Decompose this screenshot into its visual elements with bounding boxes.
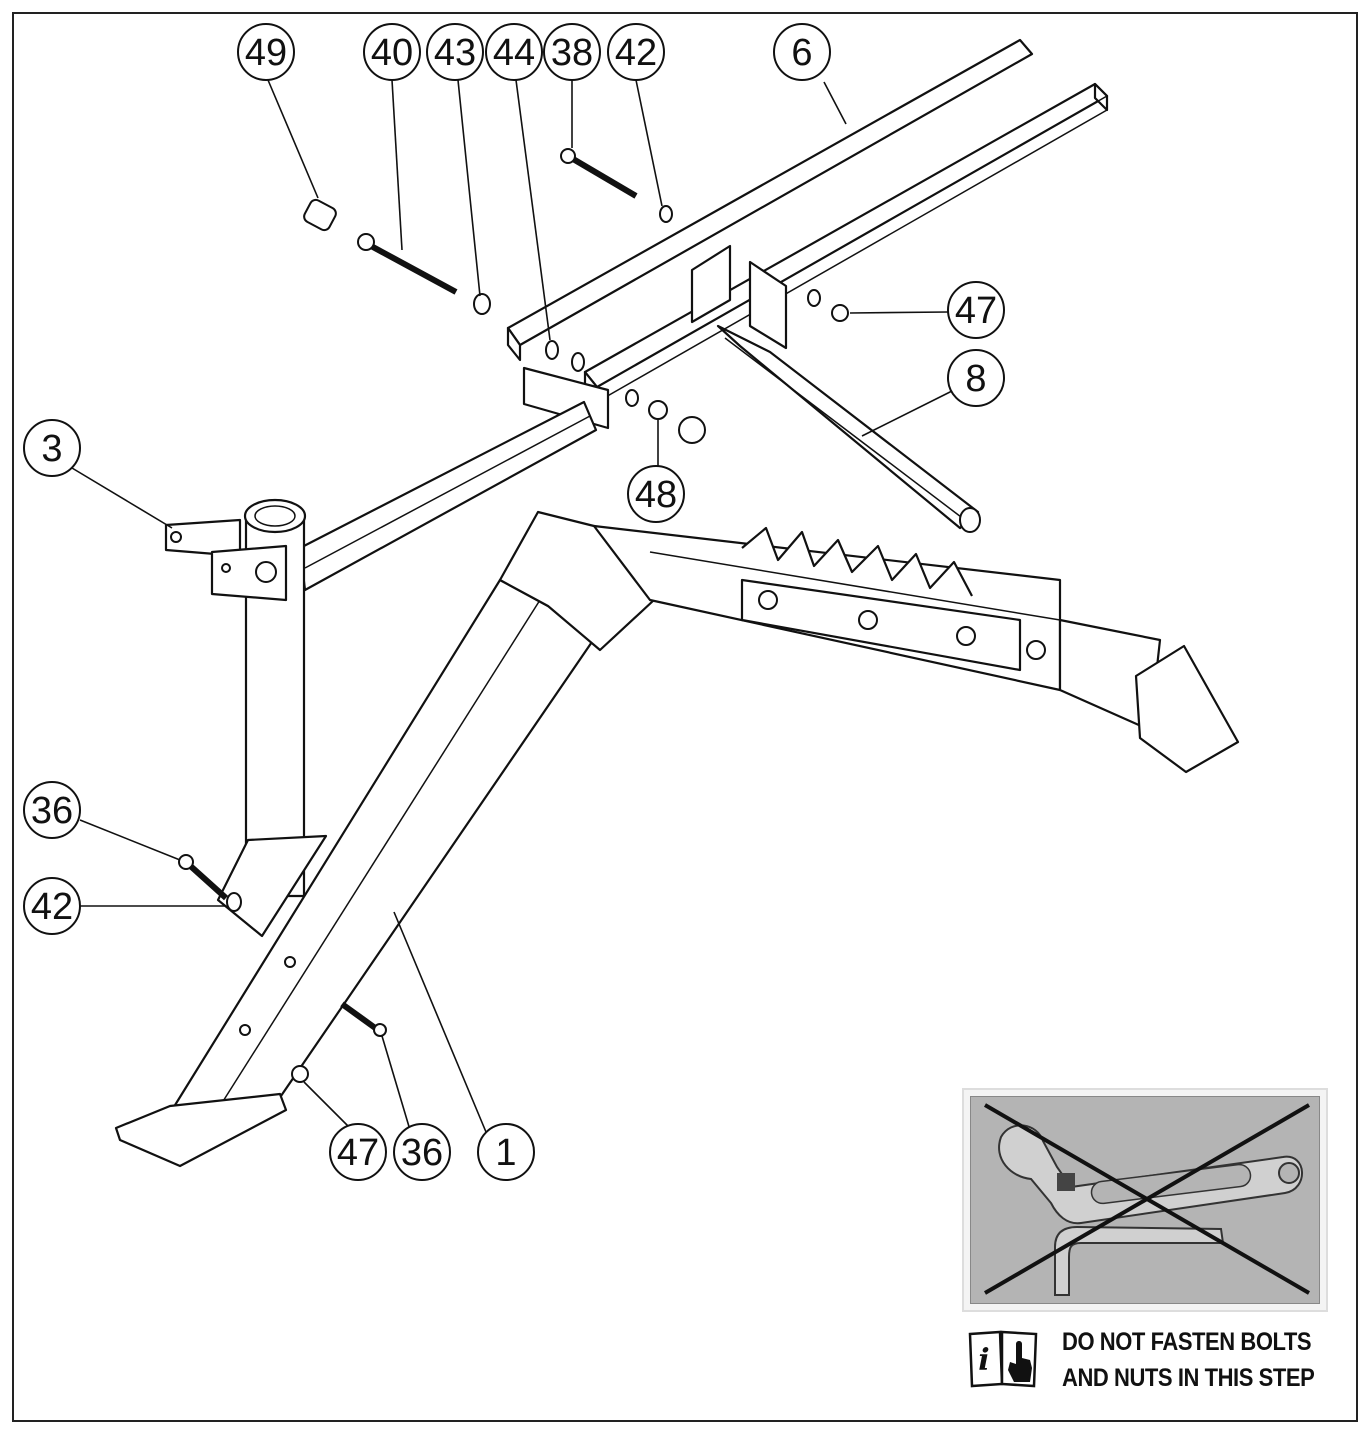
callout-40: 40: [363, 23, 421, 81]
callout-36-left: 36: [23, 781, 81, 839]
svg-text:49: 49: [245, 32, 287, 74]
part-6-rails: [506, 38, 1109, 404]
svg-text:1: 1: [495, 1132, 516, 1174]
callout-6: 6: [773, 23, 831, 81]
part-8-rear-support: [716, 324, 981, 533]
svg-text:36: 36: [401, 1132, 443, 1174]
svg-text:3: 3: [41, 428, 62, 470]
svg-text:42: 42: [615, 32, 657, 74]
callout-42-left: 42: [23, 877, 81, 935]
svg-text:38: 38: [551, 32, 593, 74]
svg-text:44: 44: [493, 32, 535, 74]
fastening-note: i DO NOT FASTEN BOLTS AND NUTS IN THIS S…: [966, 1324, 1346, 1394]
callout-36-bottom: 36: [393, 1123, 451, 1181]
callout-42-top: 42: [607, 23, 665, 81]
svg-text:40: 40: [371, 32, 413, 74]
callout-47-bottom: 47: [329, 1123, 387, 1181]
callout-48: 48: [627, 465, 685, 523]
hardware: [178, 148, 849, 1083]
note-text: DO NOT FASTEN BOLTS AND NUTS IN THIS STE…: [1062, 1324, 1315, 1396]
callout-47-right: 47: [947, 281, 1005, 339]
callout-3: 3: [23, 419, 81, 477]
callouts: 49 40 43 44 38 42 6 47: [23, 23, 1005, 1181]
part-3-upright: [164, 498, 328, 938]
svg-text:i: i: [978, 1343, 989, 1378]
info-manual-icon: i: [968, 1330, 1038, 1388]
callout-8: 8: [947, 349, 1005, 407]
leader-lines: [71, 79, 955, 1133]
callout-49: 49: [237, 23, 295, 81]
svg-text:47: 47: [955, 290, 997, 332]
svg-text:36: 36: [31, 790, 73, 832]
diagram-frame: [12, 12, 1358, 1422]
svg-text:8: 8: [965, 358, 986, 400]
part-1-main-frame: [114, 510, 1240, 1168]
callout-38: 38: [543, 23, 601, 81]
callout-1: 1: [477, 1123, 535, 1181]
svg-text:43: 43: [434, 32, 476, 74]
callout-43: 43: [426, 23, 484, 81]
warning-panel: [962, 1088, 1328, 1312]
note-line-1: DO NOT FASTEN BOLTS: [1062, 1328, 1312, 1356]
cross-out-icon: [983, 1103, 1311, 1295]
svg-text:47: 47: [337, 1132, 379, 1174]
svg-text:48: 48: [635, 474, 677, 516]
warning-panel-inner: [970, 1096, 1320, 1304]
svg-text:6: 6: [791, 32, 812, 74]
svg-text:42: 42: [31, 886, 73, 928]
callout-44: 44: [485, 23, 543, 81]
note-line-2: AND NUTS IN THIS STEP: [1062, 1364, 1315, 1392]
